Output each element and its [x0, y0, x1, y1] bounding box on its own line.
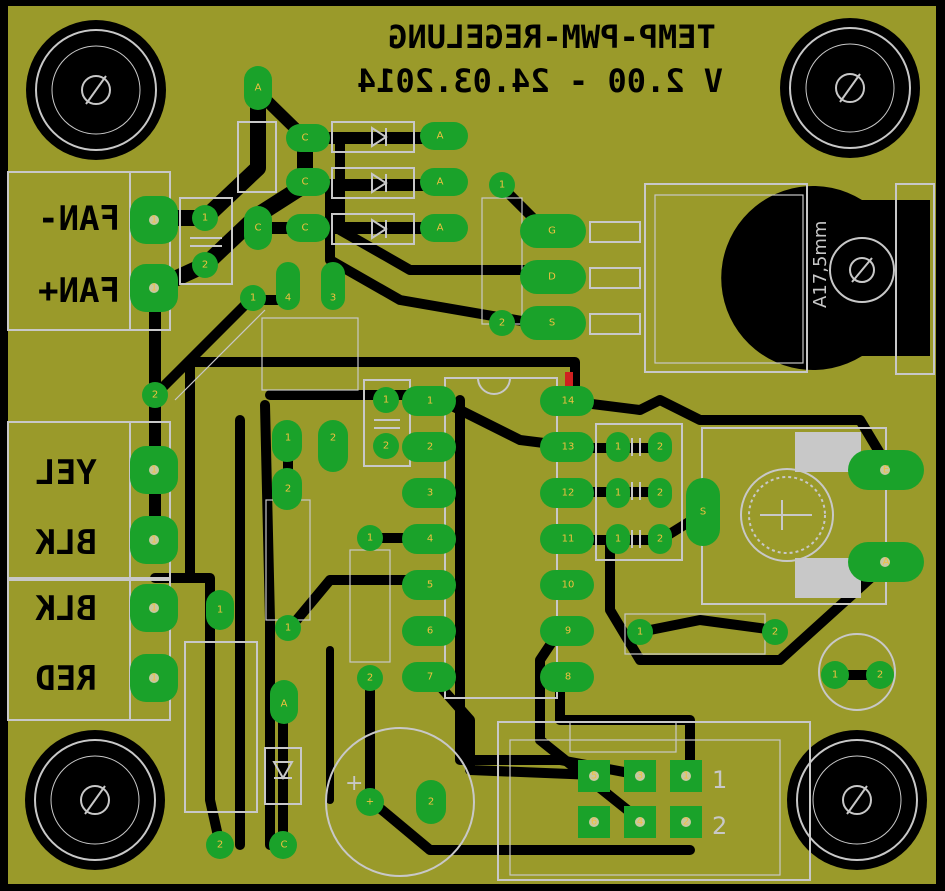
svg-text:1: 1 [151, 215, 157, 226]
label-red: RED [35, 659, 96, 699]
cap-polarity-mark: + [345, 771, 363, 796]
svg-text:4: 4 [285, 293, 291, 304]
svg-text:1: 1 [637, 627, 643, 638]
svg-text:C: C [255, 223, 262, 234]
svg-text:G: G [548, 226, 556, 237]
svg-text:2: 2 [877, 670, 883, 681]
svg-text:C: C [302, 177, 309, 188]
header-label-2: 2 [712, 812, 727, 840]
silkscreen [7, 121, 896, 881]
svg-text:3: 3 [427, 488, 433, 499]
svg-text:+: + [366, 797, 374, 808]
svg-text:C: C [281, 840, 288, 851]
svg-text:2: 2 [330, 433, 336, 444]
svg-text:1: 1 [202, 213, 208, 224]
svg-text:S: S [549, 318, 555, 329]
label-blk-1: BLK [35, 523, 97, 563]
svg-text:A: A [437, 131, 444, 142]
svg-text:1: 1 [683, 771, 689, 782]
svg-text:2: 2 [383, 441, 389, 452]
svg-text:1: 1 [499, 180, 505, 191]
svg-text:2: 2 [367, 673, 373, 684]
svg-text:2: 2 [285, 484, 291, 495]
svg-text:1: 1 [285, 433, 291, 444]
svg-text:1: 1 [367, 533, 373, 544]
svg-text:2: 2 [499, 318, 505, 329]
svg-text:9: 9 [565, 626, 571, 637]
svg-text:5: 5 [427, 580, 433, 591]
label-fan-minus: FAN- [38, 199, 120, 239]
svg-text:C: C [302, 223, 309, 234]
svg-text:1: 1 [250, 293, 256, 304]
pad-labels: 1 1 1 1 1 1 1 2 2 A C C C C A A A 4 3 1 … [151, 83, 890, 851]
svg-text:2: 2 [657, 534, 663, 545]
svg-text:A: A [437, 223, 444, 234]
svg-text:1: 1 [151, 603, 157, 614]
mounting-hole-top-right [780, 18, 920, 158]
board-title: TEMP-PWM-REGELUNG [388, 18, 716, 56]
mounting-hole-bottom-left [25, 730, 165, 870]
pin1-marker [565, 372, 573, 386]
svg-text:1: 1 [151, 283, 157, 294]
svg-text:13: 13 [562, 442, 575, 453]
svg-text:2: 2 [772, 627, 778, 638]
svg-text:S: S [700, 507, 706, 518]
svg-text:3: 3 [637, 771, 643, 782]
svg-text:A: A [255, 83, 262, 94]
connector-sensor-outline [7, 421, 171, 581]
label-yel: YEL [35, 453, 96, 493]
svg-text:4: 4 [637, 817, 643, 828]
svg-text:1: 1 [427, 396, 433, 407]
svg-text:1: 1 [615, 534, 621, 545]
svg-text:1: 1 [217, 605, 223, 616]
svg-text:C: C [302, 133, 309, 144]
connector-power-outline [7, 577, 171, 721]
connector-fan-outline [7, 171, 171, 331]
svg-text:1: 1 [615, 442, 621, 453]
svg-text:2: 2 [428, 797, 434, 808]
svg-text:1: 1 [151, 535, 157, 546]
svg-text:E: E [883, 465, 889, 476]
svg-text:5: 5 [591, 771, 597, 782]
svg-text:2: 2 [152, 390, 158, 401]
svg-text:12: 12 [562, 488, 575, 499]
svg-text:1: 1 [383, 395, 389, 406]
svg-text:1: 1 [832, 670, 838, 681]
svg-text:D: D [548, 272, 556, 283]
svg-text:11: 11 [562, 534, 575, 545]
mounting-hole-top-left [26, 20, 166, 160]
svg-text:1: 1 [151, 465, 157, 476]
svg-text:2: 2 [657, 488, 663, 499]
svg-text:1: 1 [615, 488, 621, 499]
svg-text:6: 6 [591, 817, 597, 828]
pads [130, 66, 924, 859]
svg-text:6: 6 [427, 626, 433, 637]
label-fan-plus: FAN+ [38, 271, 120, 311]
svg-text:2: 2 [427, 442, 433, 453]
svg-text:A: A [281, 699, 288, 710]
svg-text:10: 10 [562, 580, 575, 591]
svg-text:2: 2 [202, 260, 208, 271]
svg-text:2: 2 [657, 442, 663, 453]
svg-text:14: 14 [562, 396, 575, 407]
svg-text:1: 1 [151, 673, 157, 684]
svg-text:4: 4 [427, 534, 433, 545]
svg-text:1: 1 [285, 623, 291, 634]
label-blk-2: BLK [35, 589, 97, 629]
drill-holes [149, 215, 890, 827]
svg-text:7: 7 [427, 672, 433, 683]
mounting-hole-bottom-right [787, 730, 927, 870]
svg-text:3: 3 [330, 293, 336, 304]
header-label-1: 1 [712, 766, 727, 794]
svg-text:2: 2 [683, 817, 689, 828]
svg-text:A: A [883, 557, 890, 568]
svg-text:8: 8 [565, 672, 571, 683]
svg-text:2: 2 [217, 840, 223, 851]
potentiometer [721, 183, 935, 375]
svg-text:A: A [437, 177, 444, 188]
board-version: V 2.00 - 24.03.2014 [357, 62, 723, 100]
pot-label: A17,5mm [810, 221, 831, 308]
